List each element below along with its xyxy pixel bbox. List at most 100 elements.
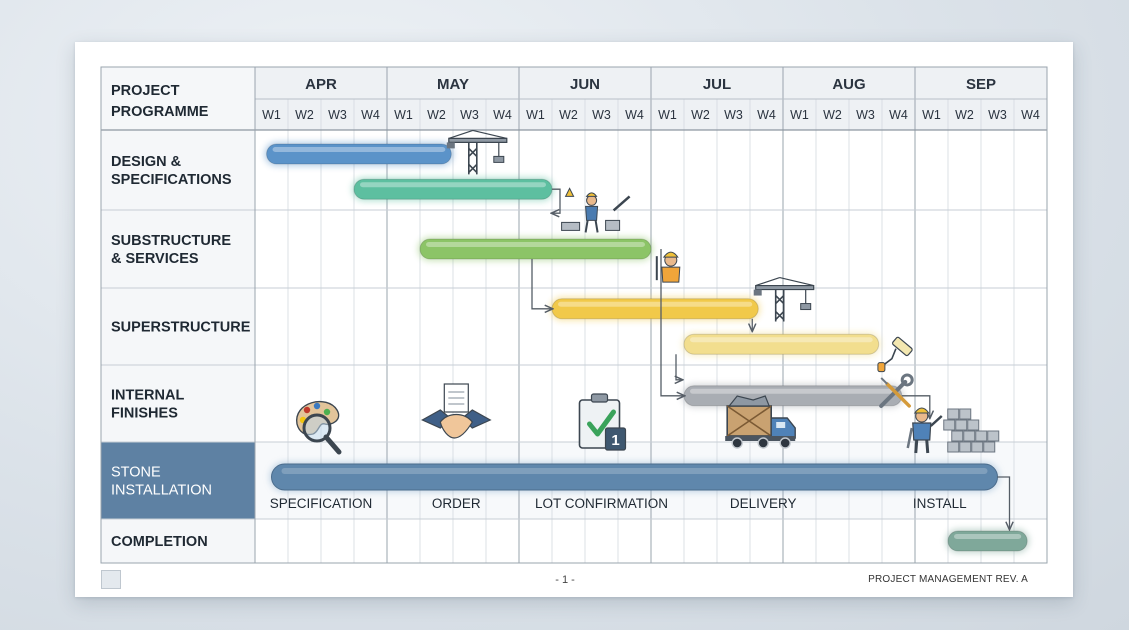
worker-helmet [662,251,679,258]
week-label: W4 [757,108,776,122]
week-label: W2 [559,108,578,122]
row-label: STONE [111,465,161,481]
week-label: W1 [658,108,677,122]
week-label: W3 [460,108,479,122]
week-label: W3 [328,108,347,122]
truck-window [776,422,786,428]
stone-bar-highlight [281,468,988,474]
task-bar-highlight [690,337,873,343]
month-label: AUG [832,76,865,93]
stone-block [947,408,960,420]
stone-block [951,430,964,442]
milestone-label: DELIVERY [730,496,797,511]
week-label: W3 [988,108,1007,122]
screwdriver-tip [880,377,888,385]
paint-roller-icon [877,336,913,373]
truck-wheel [779,437,791,449]
tower-crane-icon [446,129,508,175]
week-label: W3 [592,108,611,122]
row-label: DESIGN & [111,154,182,170]
lamp [564,187,575,197]
milestone-label: LOT CONFIRMATION [535,496,668,511]
lot-badge-number: 1 [611,432,619,449]
delivery-truck-icon [725,395,796,449]
checkmark [587,409,616,437]
row-label: COMPLETION [111,534,208,550]
week-label: W4 [493,108,512,122]
truck-wheel [731,437,743,449]
stone-block [983,441,996,453]
month-label: MAY [437,76,469,93]
worker-helmet [913,407,930,414]
stone-installation-bar [271,463,998,491]
toolbox [605,219,621,231]
week-label: W2 [955,108,974,122]
workers-tools-icon [561,187,631,233]
task-bar [266,143,452,165]
paint-dot [303,406,311,414]
brick-stack [561,221,581,231]
stone-block [975,430,988,442]
stone-block [955,419,968,431]
crane-cables [755,276,814,287]
week-label: W4 [361,108,380,122]
worker-body [585,205,599,221]
stone-block [967,419,980,431]
worker-wrench [906,427,913,449]
dependency-arrow [901,395,930,418]
chart-title-line-2: PROGRAMME [111,104,209,120]
week-label: W2 [295,108,314,122]
week-label: W3 [856,108,875,122]
task-bar-highlight [954,534,1022,539]
clipboard-clip [590,393,609,403]
row-label: & SERVICES [111,251,199,267]
saw [612,195,631,212]
milestone-label: ORDER [432,496,481,511]
worker-legs [914,439,930,454]
week-label: W2 [691,108,710,122]
worker-legs [584,220,599,233]
task-bar [947,530,1028,552]
paint-dot [313,402,321,410]
task-bar-highlight [558,301,753,307]
week-label: W1 [262,108,281,122]
roller-handle [883,348,897,366]
stone-block [947,441,960,453]
week-label: W4 [1021,108,1040,122]
wrench [879,379,908,408]
stone-block [971,441,984,453]
stone-block [963,430,976,442]
stone-block [943,419,956,431]
worker-helmet [585,192,598,197]
crate-braces [726,405,772,437]
worker-arm [929,415,943,427]
week-label: W1 [394,108,413,122]
dependency-arrow [660,249,684,396]
wrench-screwdriver-icon [879,373,914,408]
crane-tower [467,138,478,175]
handshake-icon [420,383,492,439]
worker-overalls [912,422,932,441]
chart-title-line-1: PROJECT [111,83,180,99]
clipboard-check-icon: 1 [578,393,627,451]
row-label: SPECIFICATIONS [111,172,232,188]
crane-counterweight [753,289,762,296]
stone-block [987,430,1000,442]
week-label: W3 [724,108,743,122]
month-label: JUL [703,76,731,93]
dependency-arrow [676,354,682,380]
magnifier-lens [302,413,332,443]
month-label: SEP [966,76,996,93]
worker-vest [661,266,681,283]
lot-badge [604,427,627,451]
row-label: FINISHES [111,406,178,422]
week-label: W1 [922,108,941,122]
row-label: SUBSTRUCTURE [111,233,231,249]
month-label: JUN [570,76,600,93]
paint-dot [323,408,331,416]
hands [439,413,474,439]
footer-thumbnail [101,570,121,589]
highlight-row-label-bg [101,442,255,519]
footer-page-number: - 1 - [555,574,575,586]
